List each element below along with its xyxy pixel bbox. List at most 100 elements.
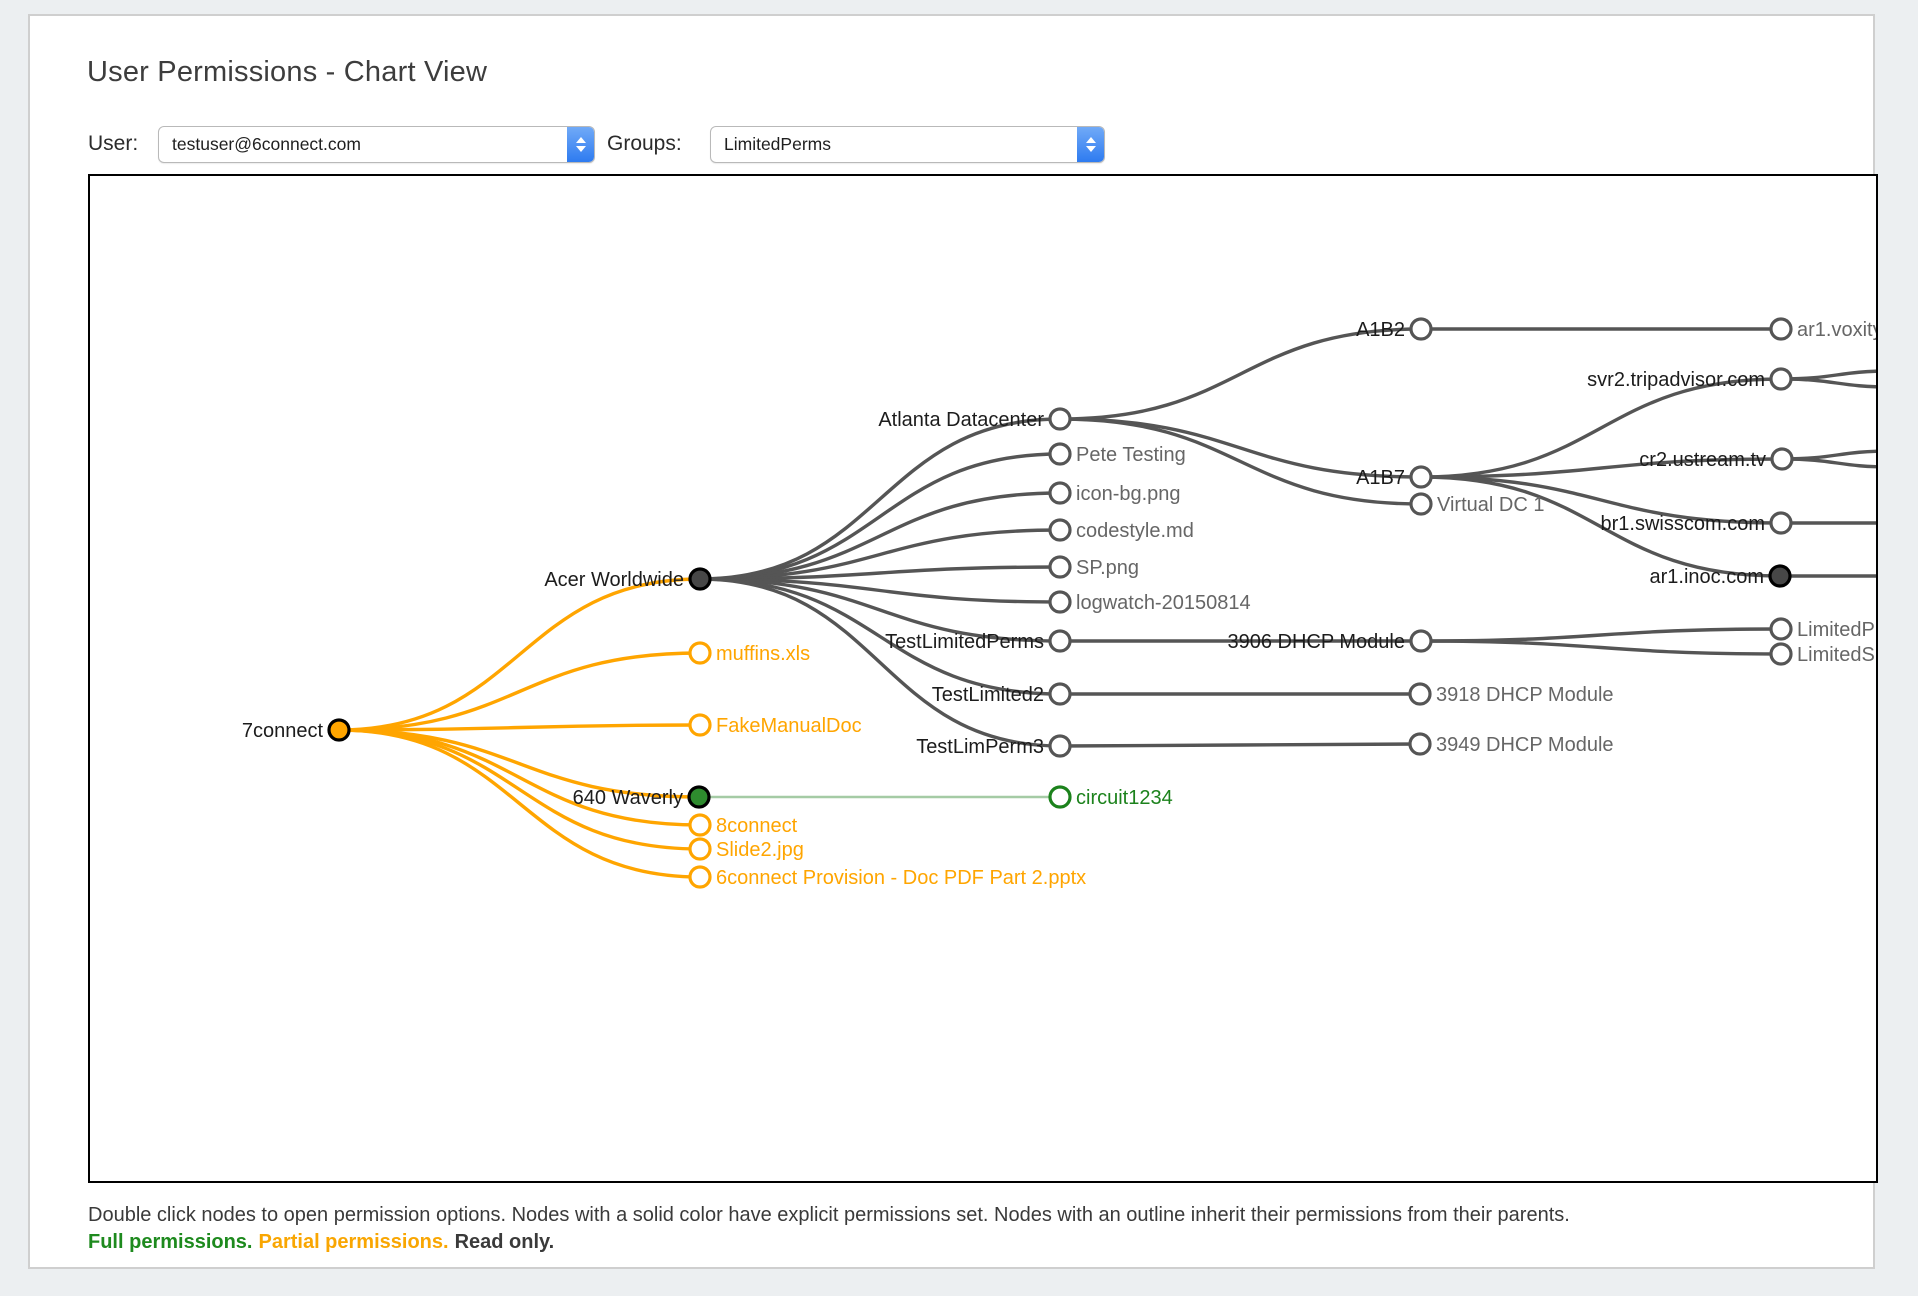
node-acer[interactable] [688,567,712,591]
edge-acer-codestyle [699,528,1061,581]
node-label-sppng: SP.png [1076,557,1139,579]
node-limp[interactable] [1769,617,1793,641]
node-tlp[interactable] [1048,629,1072,653]
node-label-a1b2: A1B2 [1356,319,1405,341]
legend-partial-permissions: Partial permissions. [258,1231,449,1253]
node-pete[interactable] [1048,442,1072,466]
edge-7connect-fakemanualdoc [338,723,701,732]
node-br1[interactable] [1769,511,1793,535]
chevron-up-icon [575,137,586,143]
node-lims[interactable] [1769,642,1793,666]
node-codestyle[interactable] [1048,518,1072,542]
user-label: User: [88,132,139,155]
legend-full-permissions: Full permissions. [88,1231,253,1253]
edge-acer-tlp [699,577,1061,643]
chevron-down-icon [1085,146,1096,152]
edge-svr2-offscreen [1780,377,1876,389]
node-label-m3906: 3906 DHCP Module [1227,631,1405,653]
legend-read-only: Read only. [454,1231,555,1253]
node-label-circuit: circuit1234 [1076,787,1173,809]
node-label-pete: Pete Testing [1076,444,1186,466]
chevron-down-icon [575,146,586,152]
node-label-logwatch: logwatch-20150814 [1076,592,1251,614]
select-stepper-icon [1077,127,1104,162]
node-label-tl2: TestLimited2 [932,684,1044,706]
edge-acer-logwatch [699,577,1061,604]
node-label-muffins: muffins.xls [716,643,810,665]
node-svr2[interactable] [1769,367,1793,391]
node-label-fakemanualdoc: FakeManualDoc [716,715,862,737]
node-label-m3949: 3949 DHCP Module [1436,734,1614,756]
groups-select[interactable]: LimitedPerms [710,126,1105,163]
edge-acer-pete [699,452,1061,581]
node-inoc[interactable] [1768,564,1792,588]
node-iconbg[interactable] [1048,481,1072,505]
node-label-voxity: ar1.voxity [1797,319,1878,341]
node-slide2[interactable] [688,837,712,861]
node-tlp3[interactable] [1048,734,1072,758]
node-fakemanualdoc[interactable] [688,713,712,737]
page-card: User Permissions - Chart View User: test… [28,14,1878,1269]
node-label-vdc1: Virtual DC 1 [1437,494,1544,516]
edge-cr2-offscreen [1781,457,1876,469]
groups-label: Groups: [607,132,682,155]
edge-acer-sppng [699,565,1061,581]
node-sppng[interactable] [1048,555,1072,579]
node-label-tlp: TestLimitedPerms [885,631,1044,653]
edge-7connect-muffins [338,651,701,732]
node-label-iconbg: icon-bg.png [1076,483,1181,505]
node-label-limp: LimitedP [1797,619,1875,641]
node-label-br1: br1.swisscom.com [1601,513,1765,535]
node-label-m3918: 3918 DHCP Module [1436,684,1614,706]
edge-a1b7-br1 [1420,475,1782,525]
edge-7connect-provision [338,728,701,879]
edge-tlp3-m3949 [1059,742,1421,748]
node-label-7connect: 7connect [242,720,324,742]
edge-a1b7-inoc [1420,475,1781,578]
edge-a1b7-svr2 [1420,377,1782,479]
footer-help-text: Double click nodes to open permission op… [88,1204,1570,1226]
node-label-atlanta: Atlanta Datacenter [878,409,1044,431]
node-label-slide2: Slide2.jpg [716,839,804,861]
node-m3949[interactable] [1408,732,1432,756]
edge-m3906-lims [1420,639,1782,656]
node-waverly[interactable] [687,785,711,809]
node-label-8connect: 8connect [716,815,798,837]
user-select[interactable]: testuser@6connect.com [158,126,595,163]
node-label-tlp3: TestLimPerm3 [916,736,1044,758]
node-m3918[interactable] [1408,682,1432,706]
node-vdc1[interactable] [1409,492,1433,516]
node-label-codestyle: codestyle.md [1076,520,1194,542]
user-select-value: testuser@6connect.com [172,134,361,154]
node-label-provision: 6connect Provision - Doc PDF Part 2.pptx [716,867,1086,889]
node-tl2[interactable] [1048,682,1072,706]
footer-legend: Full permissions.Partial permissions.Rea… [88,1231,560,1254]
node-label-waverly: 640 Waverly [573,787,683,809]
select-stepper-icon [567,127,594,162]
edge-acer-iconbg [699,491,1061,581]
node-cr2[interactable] [1770,447,1794,471]
node-atlanta[interactable] [1048,407,1072,431]
node-muffins[interactable] [688,641,712,665]
node-voxity[interactable] [1769,317,1793,341]
groups-select-value: LimitedPerms [724,134,831,154]
edge-acer-tl2 [699,577,1061,696]
chevron-up-icon [1085,137,1096,143]
node-label-lims: LimitedS [1797,644,1875,666]
edge-7connect-8connect [338,728,701,827]
node-a1b2[interactable] [1409,317,1433,341]
node-provision[interactable] [688,865,712,889]
node-label-a1b7: A1B7 [1356,467,1405,489]
edge-acer-atlanta [699,417,1061,581]
node-circuit[interactable] [1048,785,1072,809]
node-label-svr2: svr2.tripadvisor.com [1587,369,1765,391]
page-title: User Permissions - Chart View [87,56,488,88]
node-a1b7[interactable] [1409,465,1433,489]
node-m3906[interactable] [1409,629,1433,653]
node-8connect[interactable] [688,813,712,837]
node-logwatch[interactable] [1048,590,1072,614]
edge-a1b7-cr2 [1420,457,1783,479]
node-7connect[interactable] [327,718,351,742]
edge-7connect-acer [338,577,701,732]
edge-acer-tlp3 [699,577,1061,748]
